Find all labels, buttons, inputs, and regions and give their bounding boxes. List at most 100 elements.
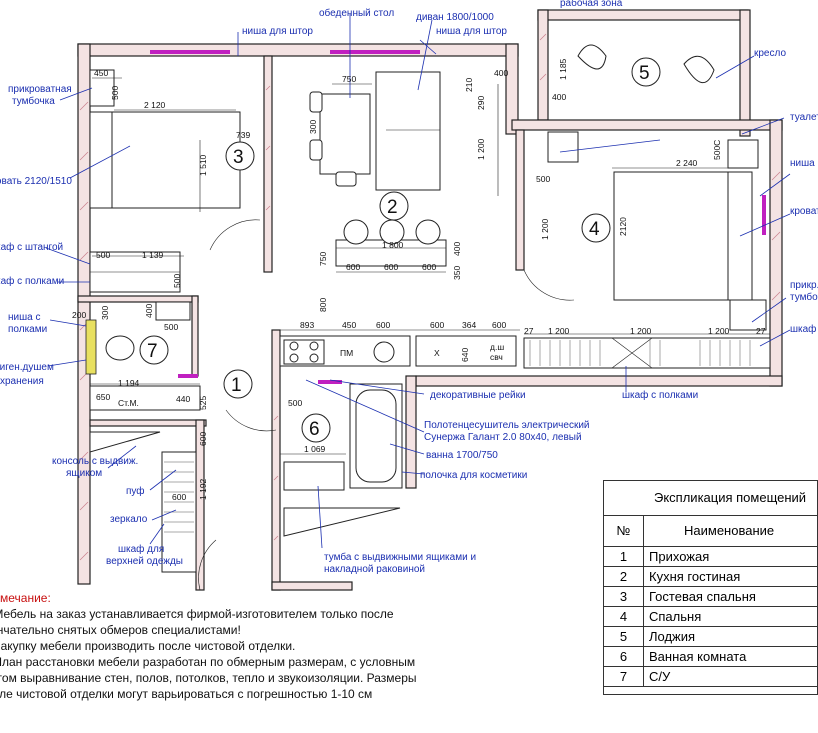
label-deco-rails: декоративные рейки bbox=[430, 390, 526, 401]
dim-210: 210 bbox=[464, 78, 474, 92]
dim-600h: 600 bbox=[172, 492, 186, 502]
dim-525: 525 bbox=[198, 396, 208, 410]
bed-left-headboard bbox=[89, 111, 113, 209]
label-wardrobe-shelves-left: шкаф с полками bbox=[0, 275, 64, 287]
hygiene-shower-box bbox=[85, 319, 97, 375]
dim-400c: 400 bbox=[552, 92, 566, 102]
dim-1200e: 1 200 bbox=[540, 218, 550, 240]
label-vanity-2: накладной раковиной bbox=[324, 564, 425, 575]
label-curtain-niche-1: ниша для штор bbox=[242, 26, 313, 37]
label-towel-heater-2: Сунержа Галант 2.0 80х40, левый bbox=[424, 432, 582, 443]
row-num: 4 bbox=[604, 607, 644, 626]
dim-739: 739 bbox=[236, 130, 250, 140]
label-curtain-niche-2: ниша для штор bbox=[436, 26, 507, 37]
dim-450a: 450 bbox=[94, 68, 108, 78]
label-bathtub: ванна 1700/750 bbox=[426, 450, 498, 461]
room-7-number: 7 bbox=[147, 341, 158, 362]
label-appliance-svch: свч bbox=[490, 352, 503, 362]
row-num: 6 bbox=[604, 647, 644, 666]
label-appliance-dsh: д.ш bbox=[490, 342, 504, 352]
label-niche-shelves: ниша с bbox=[8, 312, 40, 323]
row-name: Гостевая спальня bbox=[649, 589, 756, 604]
label-nightstand-right-2: тумбочка bbox=[790, 291, 818, 303]
row-name: Кухня гостиная bbox=[649, 569, 741, 584]
bath-console bbox=[283, 507, 401, 537]
toilet-icon bbox=[105, 335, 135, 361]
label-bed-right: кровать bbox=[790, 206, 818, 217]
dim-1200d: 1 200 bbox=[708, 326, 730, 336]
dim-450b: 450 bbox=[342, 320, 356, 330]
row-num: 5 bbox=[604, 627, 644, 646]
dim-600e: 600 bbox=[430, 320, 444, 330]
notes-line-4: 3. План расстановки мебели разработан по… bbox=[0, 655, 416, 669]
label-niche-right: ниша bbox=[790, 158, 815, 169]
explication-col-name: Наименование bbox=[684, 523, 775, 538]
label-st-m: Ст.М. bbox=[118, 398, 139, 408]
dim-600a: 600 bbox=[346, 262, 360, 272]
dim-800: 800 bbox=[318, 298, 328, 312]
dim-500d: 500 bbox=[536, 174, 550, 184]
dim-2120: 2 120 bbox=[144, 100, 166, 110]
curtain-niche-right bbox=[330, 50, 420, 54]
dim-500f: 500 bbox=[164, 322, 178, 332]
dim-400a: 400 bbox=[452, 242, 462, 256]
room-5-number: 5 bbox=[639, 63, 650, 84]
dim-893: 893 bbox=[300, 320, 314, 330]
row-name: С/У bbox=[649, 669, 671, 684]
notes-line-3: 2. Закупку мебели производить после чист… bbox=[0, 639, 296, 653]
dim-1200b: 1 200 bbox=[548, 326, 570, 336]
dim-600g: 600 bbox=[198, 432, 208, 446]
label-nightstand-right: прикр. bbox=[790, 280, 818, 291]
label-nightstand-2: тумбочка bbox=[12, 95, 55, 107]
row-name: Прихожая bbox=[649, 549, 710, 564]
dim-500g: 500 bbox=[288, 398, 302, 408]
notes-line-2: окончательно снятых обмеров специалистам… bbox=[0, 623, 241, 637]
label-towel-heater: Полотенцесушитель электрический bbox=[424, 420, 590, 431]
label-console: консоль с выдвиж. bbox=[52, 456, 138, 467]
row-num: 1 bbox=[604, 547, 644, 566]
label-outerwear-2: верхней одежды bbox=[106, 556, 183, 567]
dim-500b: 500 bbox=[96, 250, 110, 260]
room-6-number: 6 bbox=[309, 419, 320, 440]
nightstand-left bbox=[89, 69, 115, 107]
dim-1510: 1 510 bbox=[198, 154, 208, 176]
label-bed-left: кровать 2120/1510 bbox=[0, 176, 72, 187]
dim-350: 350 bbox=[452, 266, 462, 280]
dim-1200a: 1 200 bbox=[476, 138, 486, 160]
label-toilet-right: туалетный bbox=[790, 112, 818, 123]
row-num: 2 bbox=[604, 567, 644, 586]
dim-600b: 600 bbox=[384, 262, 398, 272]
label-wardrobe-right: шкаф с bbox=[790, 323, 818, 335]
dim-1069: 1 069 bbox=[304, 444, 326, 454]
curtain-niche-left bbox=[150, 50, 230, 54]
row-num: 7 bbox=[604, 667, 644, 686]
dim-750a: 750 bbox=[342, 74, 356, 84]
label-console-2: ящиком bbox=[66, 468, 102, 479]
table-row: 2 Кухня гостиная bbox=[604, 567, 817, 587]
label-wardrobe-rod: шкаф с штангой bbox=[0, 241, 63, 253]
label-appliance-pm: ПМ bbox=[340, 348, 353, 358]
row-num: 3 bbox=[604, 587, 644, 606]
label-appliance-x: Х bbox=[434, 348, 440, 358]
table-row: 4 Спальня bbox=[604, 607, 817, 627]
dim-1185: 1 185 bbox=[558, 58, 568, 80]
notes-line-1: 1. Мебель на заказ устанавливается фирмо… bbox=[0, 607, 394, 621]
label-wardrobe-shelves-bottom: шкаф с полками bbox=[622, 389, 698, 401]
row-name: Спальня bbox=[649, 609, 702, 624]
notes-line-5: учетом выравнивание стен, полов, потолко… bbox=[0, 671, 417, 685]
dim-1139: 1 139 bbox=[142, 250, 164, 260]
notes-line-6: после чистовой отделки могут варьировать… bbox=[0, 687, 373, 701]
notes-block: Примечание: 1. Мебель на заказ устанавли… bbox=[0, 590, 470, 702]
dim-364: 364 bbox=[462, 320, 476, 330]
wardrobe-bottom-right bbox=[523, 337, 771, 369]
room-3-number: 3 bbox=[233, 147, 244, 168]
label-vanity: тумба с выдвижными ящиками и bbox=[324, 551, 476, 563]
sofa bbox=[375, 71, 441, 191]
dining-table bbox=[319, 93, 371, 175]
dim-200: 200 bbox=[72, 310, 86, 320]
label-work-zone: рабочая зона bbox=[560, 0, 623, 9]
table-row: 7 С/У bbox=[604, 667, 817, 687]
deco-rails-mark bbox=[318, 380, 342, 384]
